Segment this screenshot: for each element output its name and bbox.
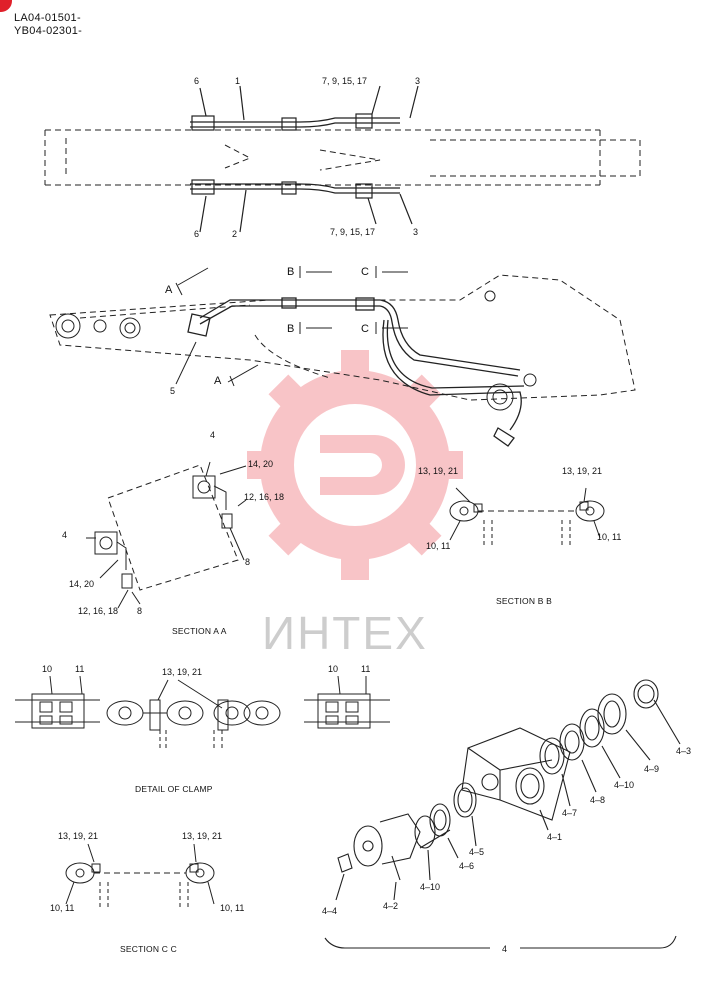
callout-top-1: 1 — [235, 76, 241, 86]
callout-5: 5 — [170, 386, 176, 396]
block-callout-4-3: 4–3 — [676, 746, 692, 756]
clamp-callout-10-left: 10 — [42, 664, 53, 674]
section-arrow-a-top: A — [165, 284, 173, 296]
block-callout-4-10-upper: 4–10 — [614, 780, 635, 790]
section-arrow-c-bottom: C — [361, 323, 369, 335]
block-callout-4-5: 4–5 — [469, 847, 485, 857]
aa-callout-4-bottom: 4 — [62, 530, 68, 540]
block-group-label-4: 4 — [502, 944, 508, 954]
section-aa-drawing — [86, 461, 247, 609]
aa-callout-8-top: 8 — [245, 557, 251, 567]
side-view-pins — [55, 290, 537, 411]
cc-callout-10-11-left: 10, 11 — [50, 903, 75, 913]
section-arrow-b-bottom: B — [287, 323, 295, 335]
watermark-text: ИНТЕХ — [262, 607, 428, 659]
block-callout-4-6: 4–6 — [459, 861, 475, 871]
bb-callout-10-11-left: 10, 11 — [426, 541, 451, 551]
section-bb-title: SECTION B B — [496, 596, 553, 606]
bb-callout-13-19-21-right: 13, 19, 21 — [562, 466, 603, 476]
callout-bottom-2: 2 — [232, 229, 238, 239]
header-code-1: LA04-01501- — [14, 12, 81, 24]
block-callout-4-7: 4–7 — [562, 808, 578, 818]
aa-callout-14-20-bottom: 14, 20 — [69, 579, 95, 589]
exploded-block-drawing — [324, 679, 681, 949]
side-view-hoses — [187, 297, 525, 447]
cc-callout-13-19-21-left: 13, 19, 21 — [58, 831, 99, 841]
section-bb-drawing — [449, 487, 605, 546]
side-view-section-lines — [175, 266, 408, 387]
block-callout-4-4: 4–4 — [322, 906, 338, 916]
aa-callout-8-bottom: 8 — [137, 606, 143, 616]
callout-top-7-9-15-17: 7, 9, 15, 17 — [322, 76, 368, 86]
cc-callout-13-19-21-right: 13, 19, 21 — [182, 831, 223, 841]
callout-top-3: 3 — [415, 76, 421, 86]
detail-clamp-drawing — [15, 675, 390, 750]
section-cc-drawing — [65, 843, 215, 908]
watermark-gear-icon — [247, 350, 463, 580]
block-callout-4-2: 4–2 — [383, 901, 399, 911]
header-code-2: YB04-02301- — [14, 25, 83, 37]
section-cc-title: SECTION C C — [120, 944, 177, 954]
section-arrow-c-top: C — [361, 266, 369, 278]
block-callout-4-1: 4–1 — [547, 832, 563, 842]
cc-callout-10-11-right: 10, 11 — [220, 903, 245, 913]
section-arrow-b-top: B — [287, 266, 295, 278]
detail-clamp-title: DETAIL OF CLAMP — [135, 784, 213, 794]
clamp-callout-13-19-21: 13, 19, 21 — [162, 667, 203, 677]
callout-top-6: 6 — [194, 76, 200, 86]
aa-callout-14-20-top: 14, 20 — [248, 459, 274, 469]
side-view-boom — [49, 274, 636, 401]
clamp-callout-11-right: 11 — [361, 664, 371, 674]
aa-callout-4-top: 4 — [210, 430, 216, 440]
block-callout-4-10-lower: 4–10 — [420, 882, 441, 892]
callout-bottom-7-9-15-17: 7, 9, 15, 17 — [330, 227, 376, 237]
callout-bottom-6: 6 — [194, 229, 200, 239]
aa-callout-12-16-18-top: 12, 16, 18 — [244, 492, 285, 502]
top-view-boom — [44, 129, 641, 186]
clamp-callout-11-left: 11 — [75, 664, 85, 674]
section-arrow-a-bottom: A — [214, 375, 222, 387]
bb-callout-10-11-right: 10, 11 — [597, 532, 622, 542]
clamp-callout-10-right: 10 — [328, 664, 339, 674]
callout-bottom-3: 3 — [413, 227, 419, 237]
section-aa-title: SECTION A A — [172, 626, 227, 636]
block-callout-4-9: 4–9 — [644, 764, 660, 774]
aa-callout-12-16-18-bottom: 12, 16, 18 — [78, 606, 119, 616]
bb-callout-13-19-21-left: 13, 19, 21 — [418, 466, 459, 476]
block-callout-4-8: 4–8 — [590, 795, 606, 805]
top-view-hoses — [190, 85, 419, 233]
